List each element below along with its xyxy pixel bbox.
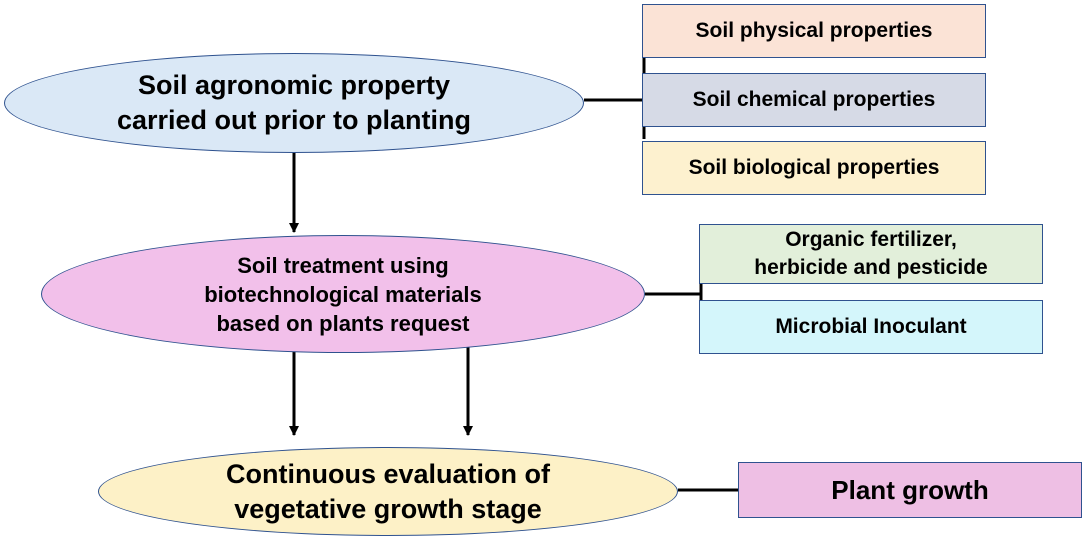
organic-fertilizer-box: Organic fertilizer, herbicide and pestic… (699, 224, 1043, 284)
soil-treatment-ellipse: Soil treatment using biotechnological ma… (41, 235, 645, 353)
soil-biological-label: Soil biological properties (688, 156, 940, 179)
microbial-inoculant-box: Microbial Inoculant (699, 300, 1043, 354)
agronomic-line-2: carried out prior to planting (116, 105, 471, 135)
soil-biological-box: Soil biological properties (642, 141, 986, 195)
plant-growth-box: Plant growth (738, 462, 1082, 518)
agronomic-property-ellipse: Soil agronomic property carried out prio… (4, 53, 584, 153)
plant-growth-label: Plant growth (831, 474, 989, 505)
treatment-line-2: biotechnological materials (204, 281, 482, 307)
soil-physical-box: Soil physical properties (642, 4, 986, 58)
soil-chemical-label: Soil chemical properties (692, 88, 936, 111)
organic-line-2: herbicide and pesticide (754, 256, 988, 279)
soil-chemical-box: Soil chemical properties (642, 73, 986, 127)
continuous-evaluation-ellipse: Continuous evaluation of vegetative grow… (98, 447, 678, 536)
soil-physical-label: Soil physical properties (695, 19, 933, 42)
organic-line-1: Organic fertilizer, (785, 228, 957, 251)
agronomic-line-1: Soil agronomic property (137, 70, 451, 100)
treatment-line-3: based on plants request (216, 310, 470, 336)
evaluation-line-1: Continuous evaluation of (226, 458, 550, 489)
treatment-line-1: Soil treatment using (237, 252, 449, 278)
evaluation-line-2: vegetative growth stage (234, 493, 542, 524)
microbial-label: Microbial Inoculant (775, 315, 967, 338)
